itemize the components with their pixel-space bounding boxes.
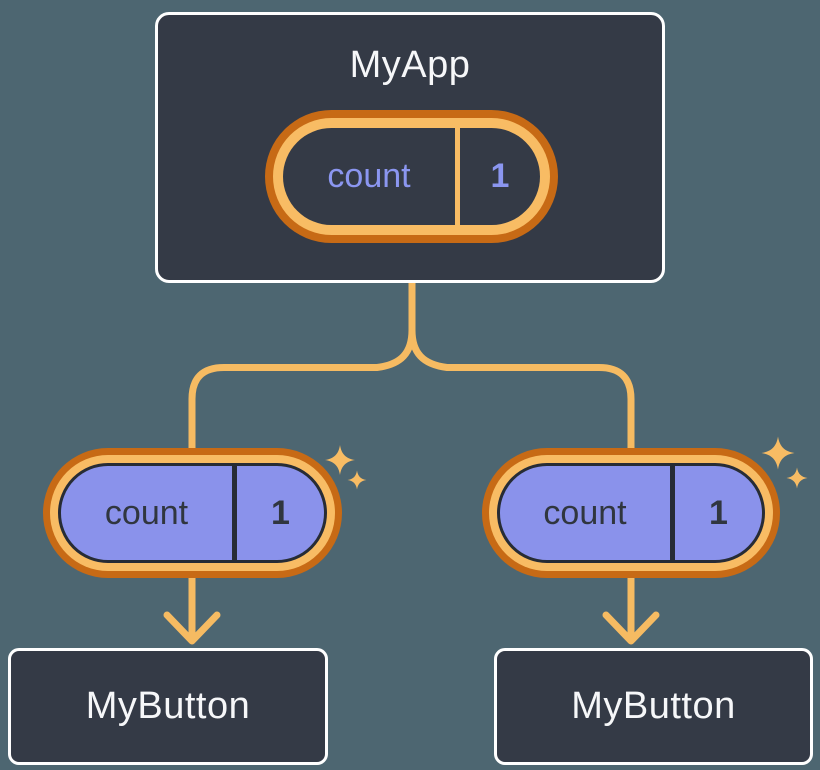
state-pill-ring: count 1 (489, 455, 773, 571)
state-value: 1 (490, 157, 510, 195)
state-pill-body: count 1 (58, 463, 327, 563)
state-pill-right-child: count 1 (482, 448, 780, 578)
state-name: count (543, 493, 627, 532)
component-node-myapp: MyApp count 1 (155, 12, 665, 283)
state-pill-divider (670, 466, 675, 560)
connector-parent-to-right-child (408, 279, 635, 456)
component-label: MyButton (85, 685, 251, 727)
arrow-down-icon (163, 572, 221, 645)
state-name: count (327, 157, 411, 195)
state-pill-body: count 1 (283, 128, 540, 225)
component-node-mybutton-right: MyButton (494, 648, 813, 765)
component-label: MyButton (571, 685, 736, 727)
component-node-mybutton-left: MyButton (8, 648, 328, 765)
state-pill-body: count 1 (497, 463, 765, 563)
state-pill-parent: count 1 (265, 110, 558, 243)
state-pill-divider (232, 466, 237, 560)
arrow-down-icon (602, 572, 660, 645)
connector-parent-to-left-child (188, 279, 416, 456)
state-pill-ring: count 1 (50, 455, 335, 571)
state-pill-ring: count 1 (273, 118, 550, 235)
state-pill-divider (455, 128, 460, 225)
state-value: 1 (709, 493, 728, 532)
state-value: 1 (271, 493, 290, 532)
state-pill-left-child: count 1 (43, 448, 342, 578)
state-name: count (104, 493, 189, 532)
component-label: MyApp (349, 44, 471, 86)
